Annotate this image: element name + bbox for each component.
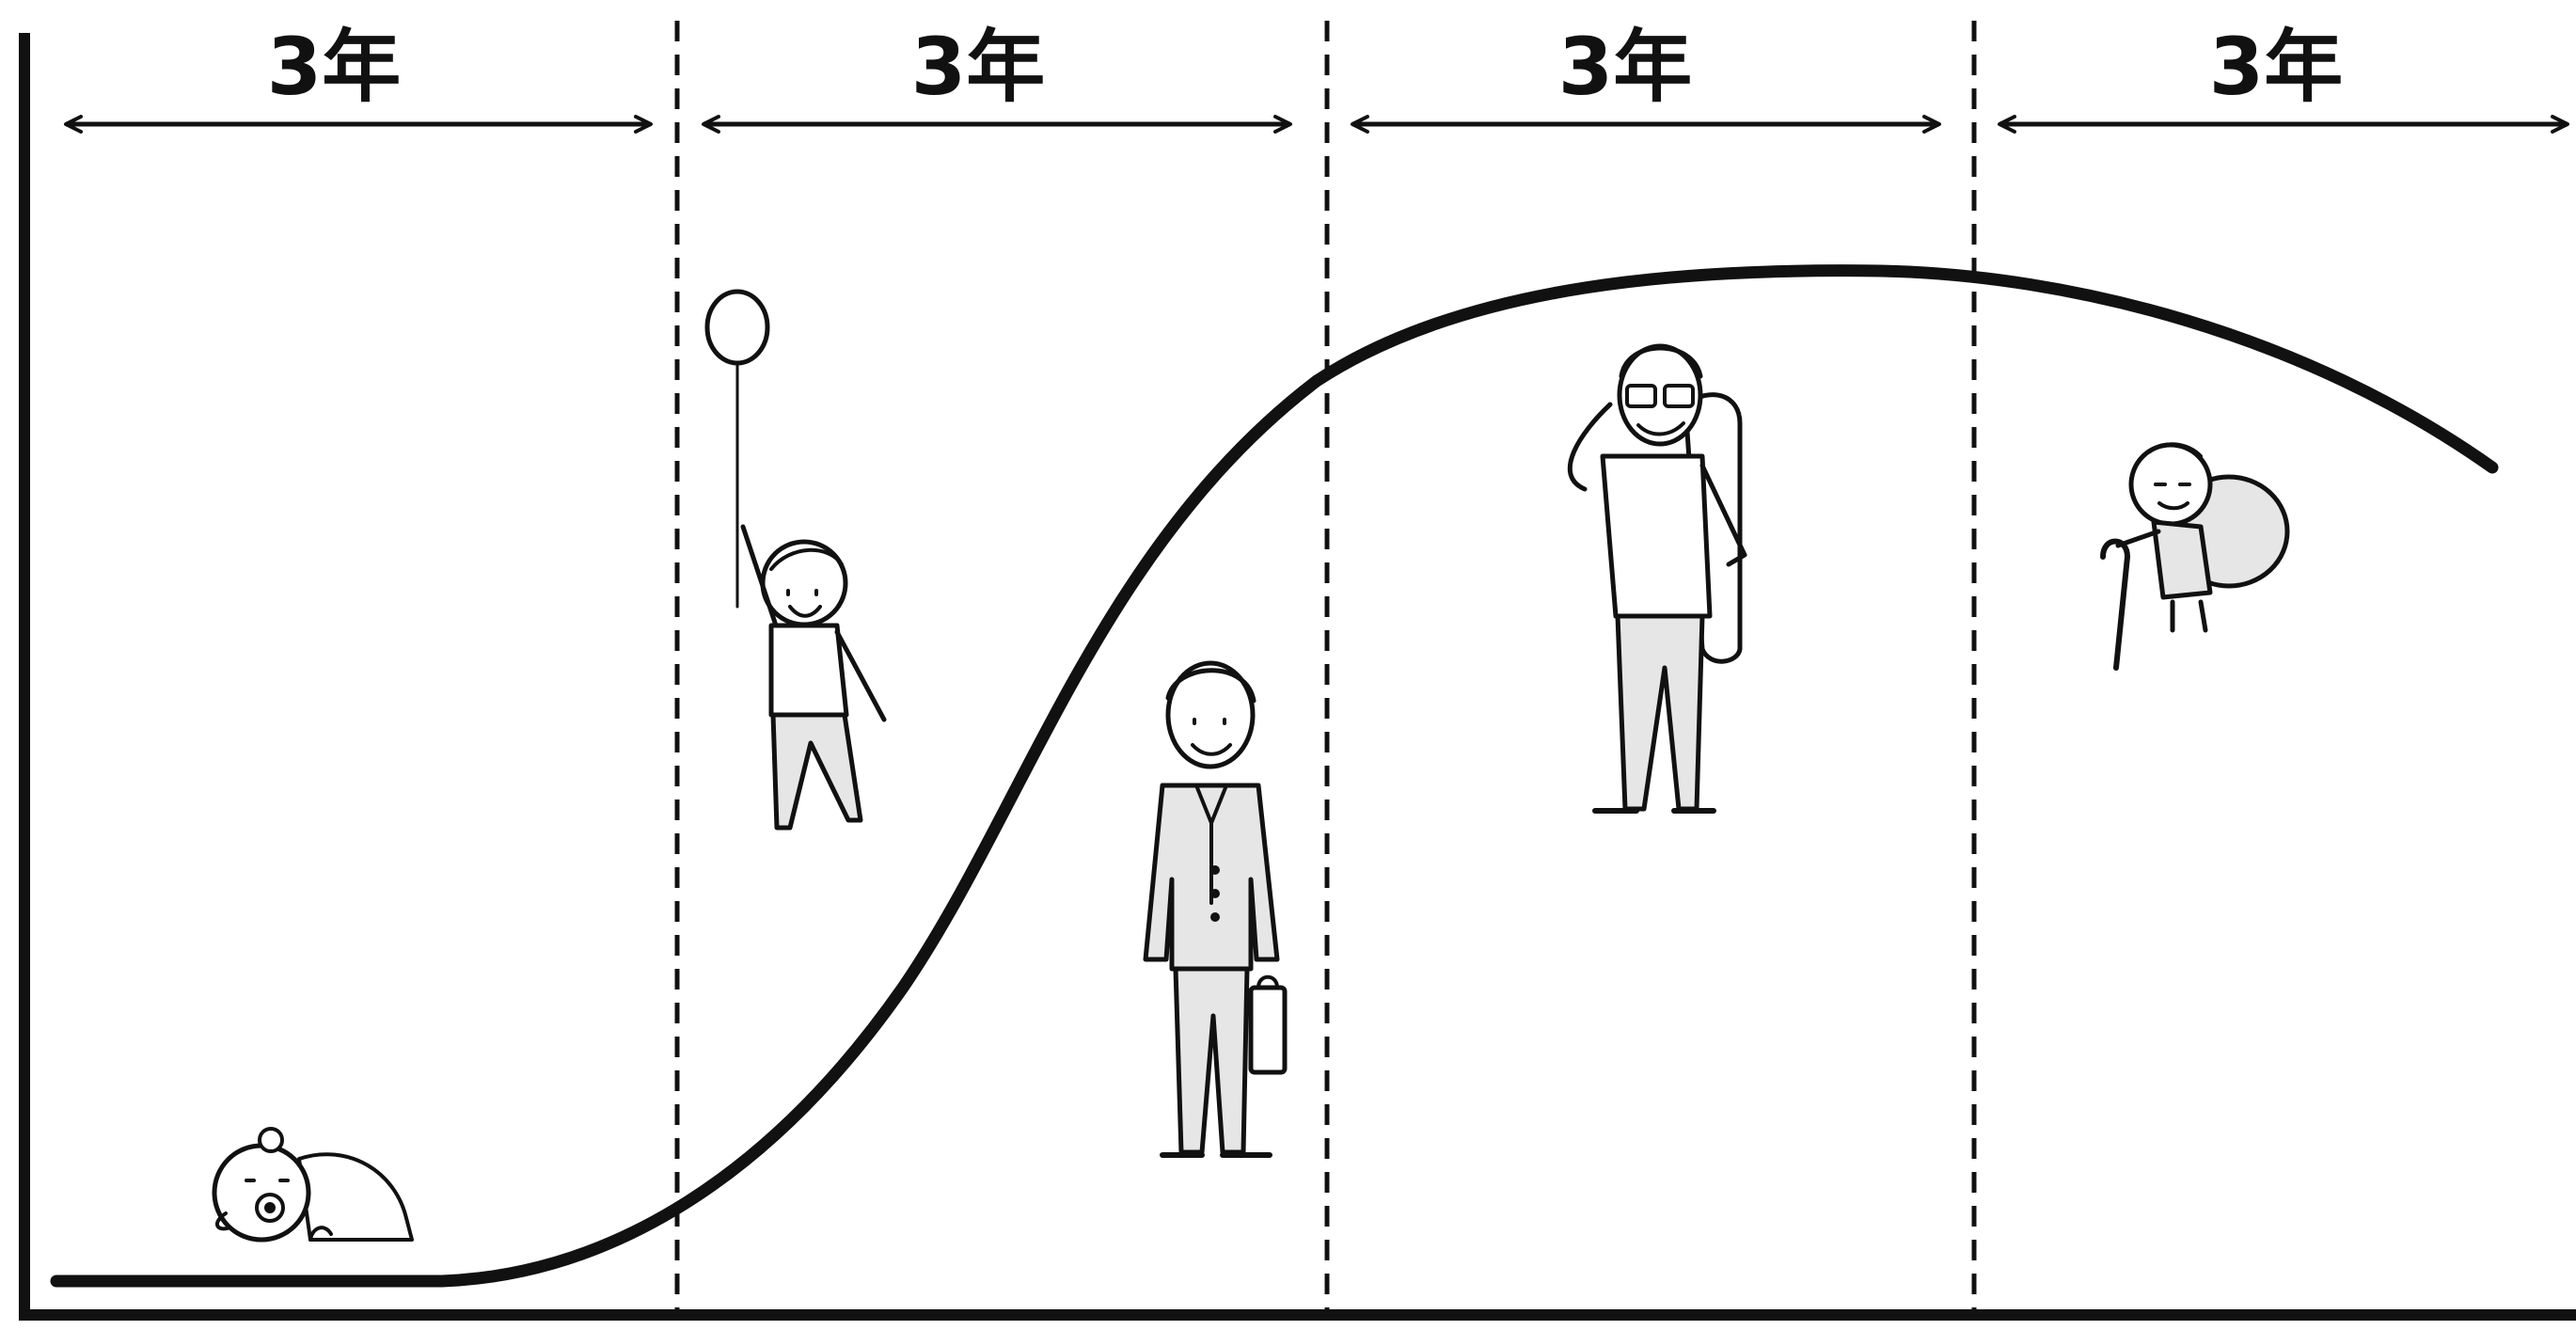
period-label: 3年 — [2209, 21, 2343, 113]
child-with-balloon-icon — [704, 289, 887, 831]
period-label: 3年 — [267, 21, 401, 113]
period-label: 3年 — [911, 21, 1045, 113]
businessman-with-briefcase-icon — [1143, 660, 1288, 1158]
life-curve — [50, 264, 2499, 1288]
crawling-baby-icon — [212, 1127, 414, 1243]
period-label: 3年 — [1558, 21, 1692, 113]
hiker-with-backpack-icon — [1567, 343, 1747, 814]
elderly-person-with-cane-icon — [2100, 442, 2290, 671]
